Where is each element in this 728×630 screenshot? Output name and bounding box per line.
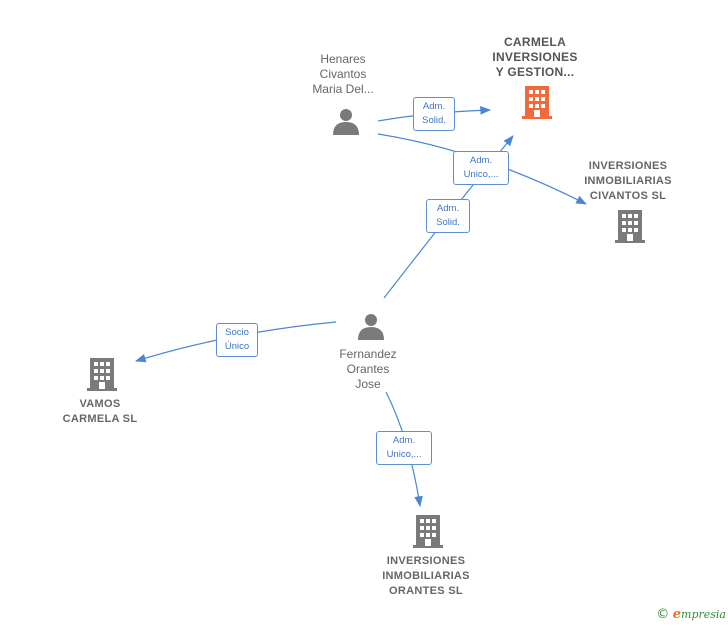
copyright-symbol: © — [656, 607, 670, 622]
edge-label-henares-civantos[interactable]: Adm. Unico,... — [453, 151, 509, 185]
company-label-inversiones-orantes[interactable]: INVERSIONES INMOBILIARIAS ORANTES SL — [382, 555, 470, 597]
company-label-carmela-inversiones[interactable]: CARMELA INVERSIONES Y GESTION... — [492, 35, 578, 79]
person-label-henares[interactable]: Henares Civantos Maria Del... — [312, 52, 374, 96]
building-icon[interactable] — [522, 86, 552, 119]
person-icon[interactable] — [358, 314, 384, 340]
edge-label-fernandez-vamos[interactable]: Socio Único — [216, 323, 258, 357]
empresia-logo: © empresia — [656, 607, 726, 622]
brand-initial: e — [672, 607, 682, 622]
brand-name: mpresia — [681, 608, 726, 621]
edge-label-henares-carmela[interactable]: Adm. Solid. — [413, 97, 455, 131]
company-label-inversiones-civantos[interactable]: INVERSIONES INMOBILIARIAS CIVANTOS SL — [584, 160, 672, 202]
company-label-vamos-carmela[interactable]: VAMOS CARMELA SL — [62, 398, 138, 425]
edge-label-fernandez-carmela[interactable]: Adm. Solid. — [426, 199, 470, 233]
person-label-fernandez[interactable]: Fernandez Orantes Jose — [339, 347, 397, 391]
building-icon[interactable] — [413, 515, 443, 548]
building-icon[interactable] — [615, 210, 645, 243]
person-icon[interactable] — [333, 109, 359, 135]
edge-label-fernandez-orantes[interactable]: Adm. Unico,... — [376, 431, 432, 465]
building-icon[interactable] — [87, 358, 117, 391]
